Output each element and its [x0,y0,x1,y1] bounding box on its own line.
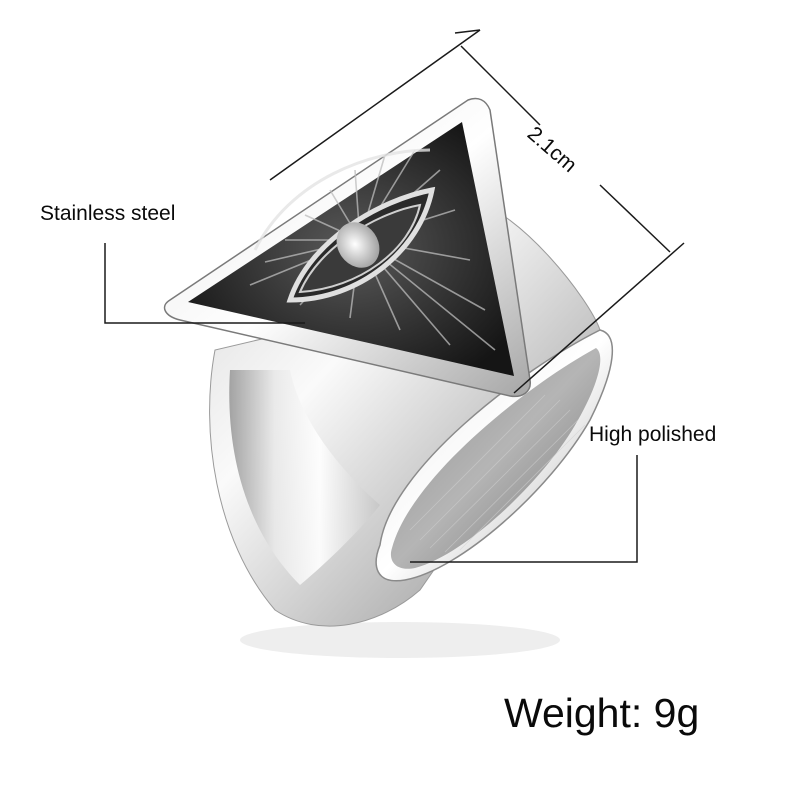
weight-label: Weight: 9g [504,690,700,736]
stainless-steel-label: Stainless steel [40,202,176,225]
eye-brow [253,148,431,251]
dimension-line-lower [599,184,671,253]
eye-pupil [336,222,380,268]
high-polished-label: High polished [589,423,717,446]
ring-shoulder [229,370,380,585]
dimension-line-upper [460,45,541,126]
polished-leader-line [410,455,638,563]
ring-shadow [240,622,560,658]
stainless-leader-line [104,243,305,324]
brushed-texture [409,394,586,553]
dimension-extension-lower [513,242,685,394]
dimension-tick-top [454,29,481,34]
ring-inner-surface [390,348,601,569]
dimension-extension-upper [269,29,481,181]
